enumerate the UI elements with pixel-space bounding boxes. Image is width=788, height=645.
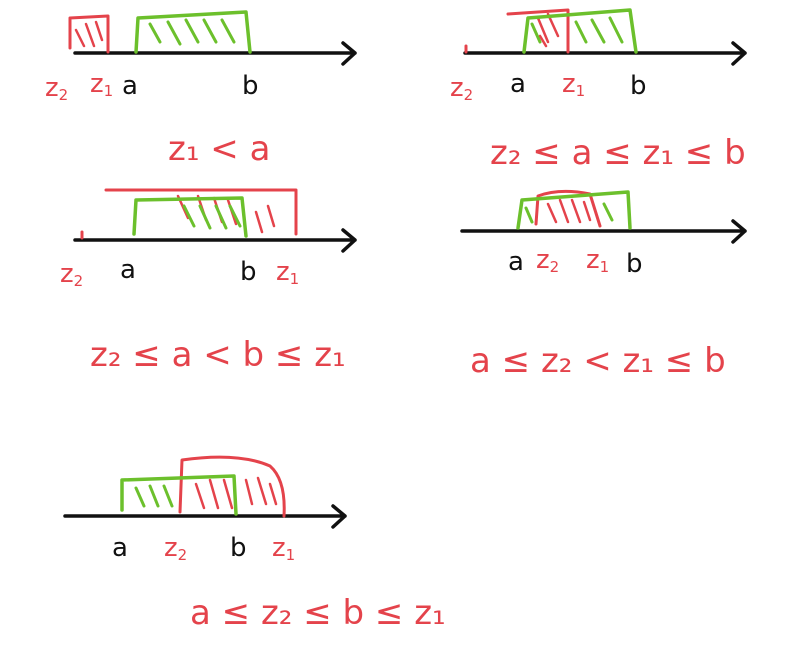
label-z1: z1	[562, 69, 585, 100]
ab-interval-hatch	[148, 18, 236, 46]
ab-interval-hatch	[524, 202, 614, 224]
label-z1: z1	[586, 245, 609, 276]
z-interval-bracket	[178, 455, 286, 518]
label-z2: z2	[164, 533, 187, 564]
z-interval-hatch	[194, 476, 278, 510]
label-a: a	[120, 255, 136, 285]
label-z1: z1	[90, 69, 113, 100]
label-z1: z1	[272, 533, 295, 564]
label-a: a	[510, 69, 526, 99]
condition-text: a ≤ z₂ ≤ b ≤ z₁	[190, 593, 446, 633]
condition-text: a ≤ z₂ < z₁ ≤ b	[470, 341, 726, 381]
label-b: b	[630, 71, 647, 101]
panel-3: z2 a b z1 z₂ ≤ a < b ≤ z₁	[60, 188, 357, 375]
label-a: a	[112, 533, 128, 563]
number-line	[63, 504, 347, 529]
ab-interval-hatch	[530, 16, 624, 44]
label-b: b	[242, 71, 259, 101]
label-z2: z2	[45, 73, 68, 104]
ab-interval-bracket	[120, 474, 238, 516]
ab-interval-hatch	[182, 204, 242, 230]
label-z2: z2	[536, 245, 559, 276]
panel-2: z2 a z1 b z₂ ≤ a ≤ z₁ ≤ b	[450, 8, 747, 173]
label-b: b	[230, 533, 247, 563]
condition-text: z₂ ≤ a ≤ z₁ ≤ b	[490, 133, 746, 173]
panel-5: a z2 b z1 a ≤ z₂ ≤ b ≤ z₁	[63, 455, 446, 633]
number-line	[463, 41, 747, 66]
label-z1: z1	[276, 257, 299, 288]
label-z2: z2	[60, 259, 83, 290]
z-interval-bracket	[68, 14, 110, 54]
z-interval-bracket	[464, 8, 570, 54]
label-z2: z2	[450, 73, 473, 104]
ab-interval-bracket	[134, 10, 252, 54]
panel-4: a z2 z1 b a ≤ z₂ < z₁ ≤ b	[460, 189, 747, 381]
z-interval-bracket	[80, 188, 298, 240]
label-b: b	[240, 257, 257, 287]
label-a: a	[508, 247, 524, 277]
panel-1: z2 z1 a b z₁ < a	[45, 10, 357, 169]
ab-interval-bracket	[132, 196, 248, 238]
label-a: a	[122, 71, 138, 101]
label-b: b	[626, 249, 643, 279]
number-line	[73, 228, 357, 253]
condition-text: z₂ ≤ a < b ≤ z₁	[90, 335, 346, 375]
z-interval-hatch	[74, 20, 104, 48]
number-line	[460, 219, 747, 244]
ab-interval-hatch	[134, 484, 174, 508]
condition-text: z₁ < a	[168, 129, 270, 169]
ab-interval-bracket	[522, 8, 638, 54]
ab-interval-bracket	[516, 190, 632, 230]
number-line	[73, 41, 357, 66]
z-interval-hatch	[546, 198, 592, 224]
